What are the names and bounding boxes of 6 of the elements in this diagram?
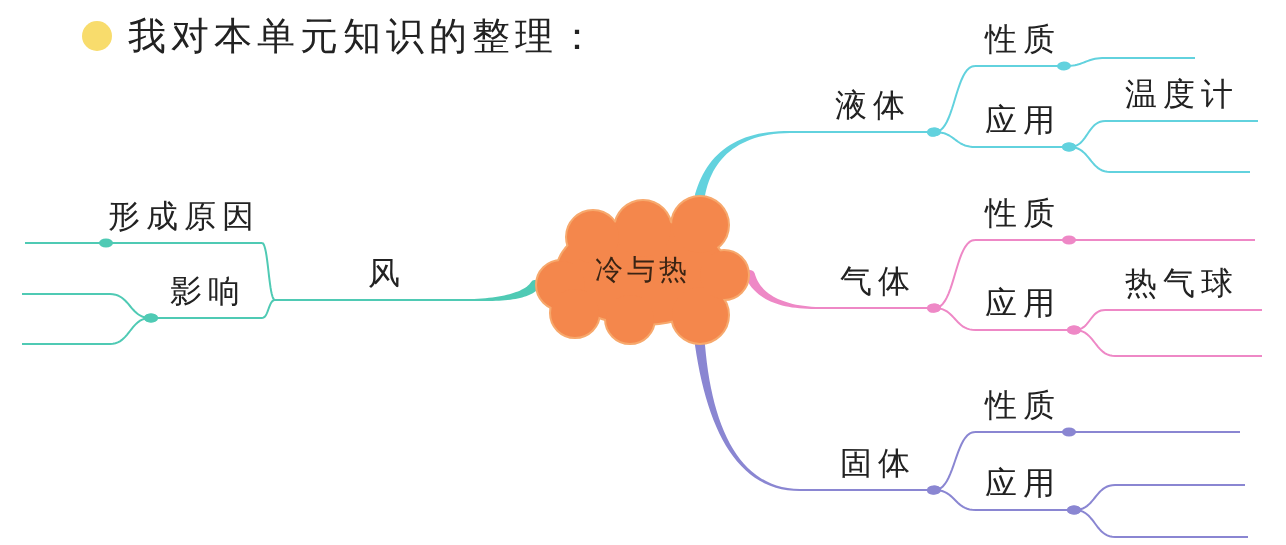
branch-line — [261, 242, 276, 301]
central-topic-cloud: 冷与热 — [535, 195, 750, 345]
branch-line — [261, 299, 276, 319]
sub-branch-topic: 热气球 — [1105, 264, 1262, 314]
title: 我对本单元知识的整理： — [128, 13, 601, 60]
sub-branch-topic: 温度计 — [1105, 75, 1258, 125]
